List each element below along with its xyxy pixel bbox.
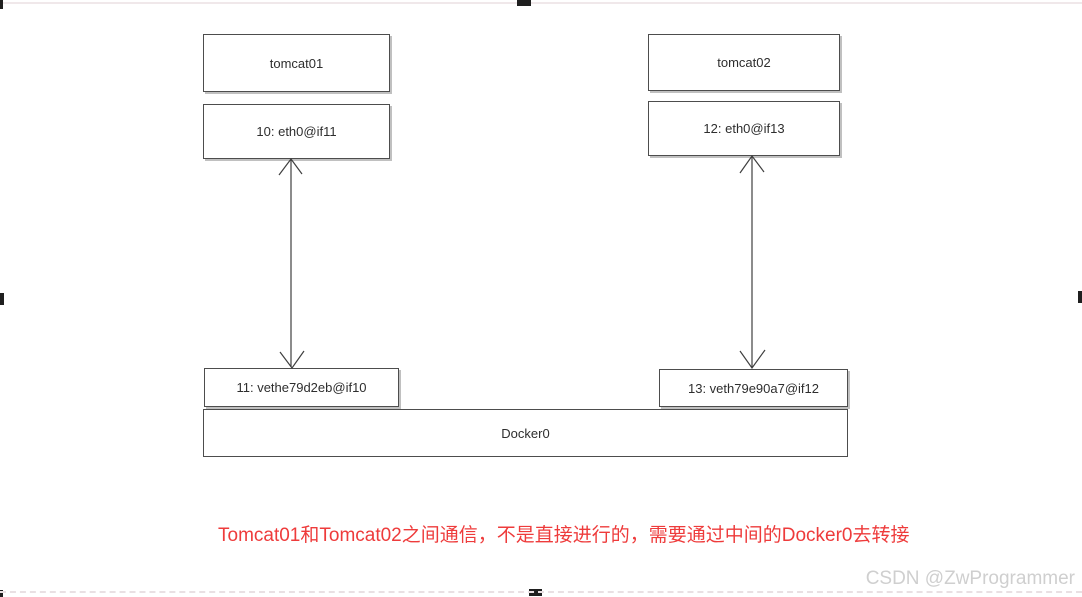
selection-handle-top-left[interactable] xyxy=(0,0,3,9)
selection-handle-left[interactable] xyxy=(0,293,4,305)
node-tomcat01: tomcat01 xyxy=(203,34,390,92)
node-docker0: Docker0 xyxy=(203,409,848,457)
double-arrow-left xyxy=(278,157,305,370)
node-tomcat02-eth0: 12: eth0@if13 xyxy=(648,101,840,156)
bottom-border-dashed-line xyxy=(0,591,1082,593)
double-arrow-right xyxy=(739,154,766,370)
caption-text: Tomcat01和Tomcat02之间通信，不是直接进行的，需要通过中间的Doc… xyxy=(218,525,910,546)
node-tomcat02: tomcat02 xyxy=(648,34,840,91)
top-border-line xyxy=(0,2,1082,4)
selection-handle-top[interactable] xyxy=(517,0,531,6)
selection-handle-right[interactable] xyxy=(1078,291,1082,303)
node-tomcat01-eth0: 10: eth0@if11 xyxy=(203,104,390,159)
watermark-text: CSDN @ZwProgrammer xyxy=(865,568,1075,589)
node-veth-left: 11: vethe79d2eb@if10 xyxy=(204,368,399,407)
node-veth-right: 13: veth79e90a7@if12 xyxy=(659,369,848,407)
selection-handle-bottom-left[interactable] xyxy=(0,590,3,597)
